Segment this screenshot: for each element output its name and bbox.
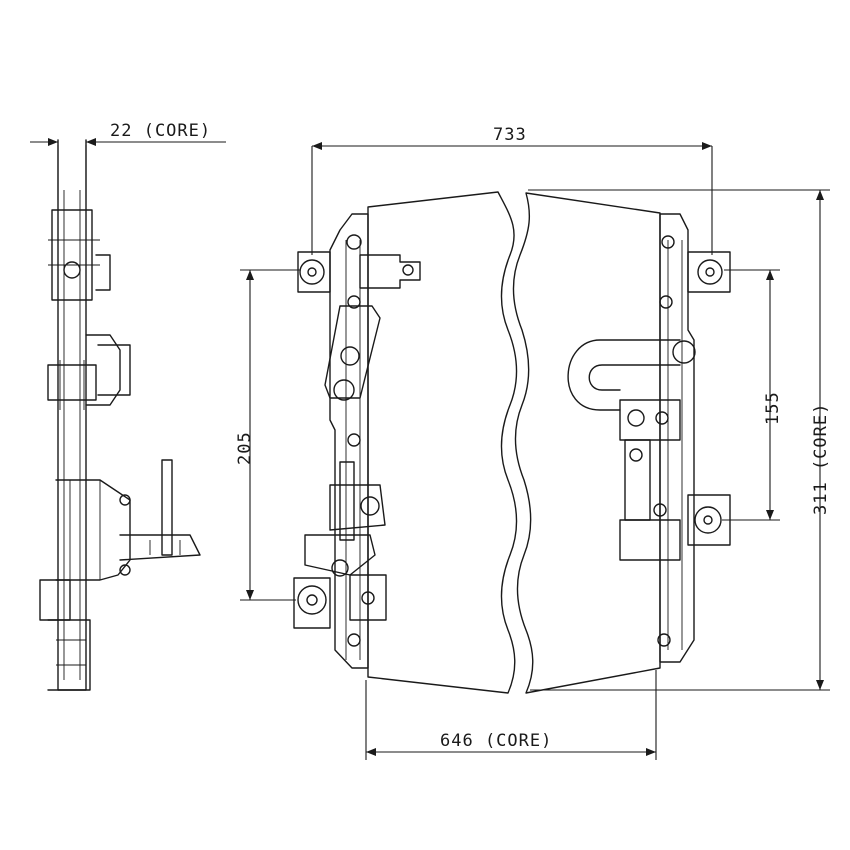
total-width-dimension: 733 (311, 125, 713, 255)
side-view (39, 139, 201, 691)
front-view (293, 191, 731, 694)
side-thickness-dimension: 22 (CORE) (30, 121, 226, 200)
total-width-label: 733 (493, 125, 527, 145)
right-mount-spacing-label: 155 (763, 391, 783, 425)
left-mount-spacing-dimension: 205 (235, 269, 300, 601)
core-width-label: 646 (CORE) (440, 731, 552, 751)
right-mount-spacing-dimension: 155 (722, 269, 783, 521)
core-height-label: 311 (CORE) (811, 403, 831, 515)
core-width-dimension: 646 (CORE) (365, 670, 657, 760)
side-thickness-label: 22 (CORE) (110, 121, 211, 141)
left-mount-spacing-label: 205 (235, 431, 255, 465)
core-height-dimension: 311 (CORE) (528, 189, 831, 691)
